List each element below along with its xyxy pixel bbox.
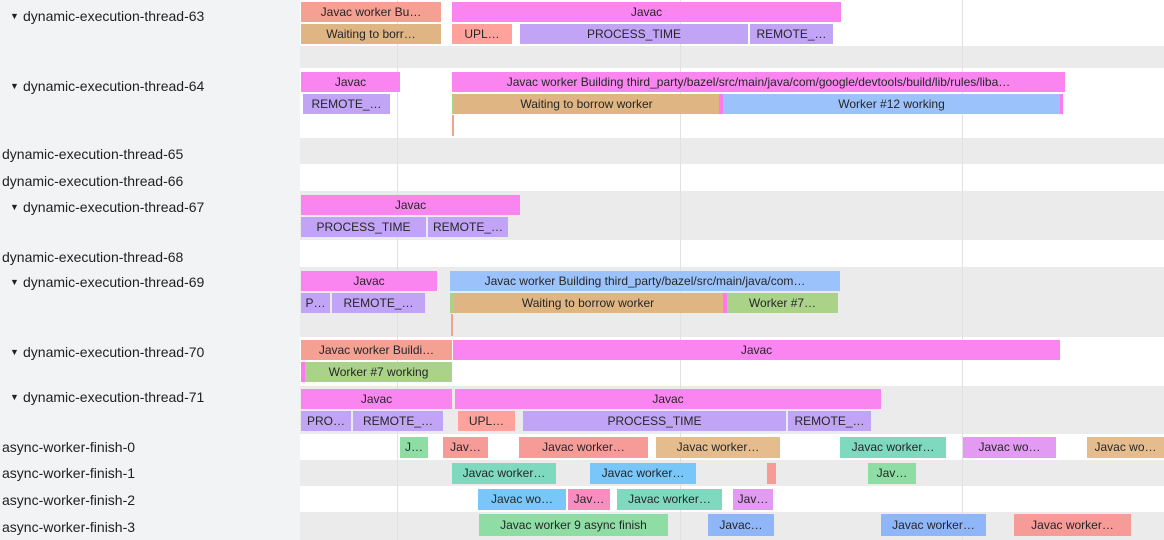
timeline-slice[interactable]: PRO… xyxy=(301,411,351,431)
timeline-slice[interactable]: Javac worker… xyxy=(617,489,722,510)
flow-marker xyxy=(451,314,453,336)
track-label: dynamic-execution-thread-70 xyxy=(23,344,205,360)
track-row: async-worker-finish-0 xyxy=(0,436,302,458)
timeline-slice[interactable]: REMOTE_… xyxy=(353,411,443,431)
expand-arrow-icon[interactable]: ▼ xyxy=(10,392,19,402)
gridline xyxy=(962,0,963,540)
timeline-slice[interactable]: Javac xyxy=(301,72,400,92)
timeline-slice[interactable] xyxy=(1060,94,1063,114)
timeline-slice[interactable]: Javac worker Building third_party/bazel/… xyxy=(452,72,1065,92)
track-label: dynamic-execution-thread-63 xyxy=(23,8,205,24)
timeline-slice[interactable]: PROCESS_TIME xyxy=(520,24,748,44)
timeline-slice[interactable]: Javac worker Bu… xyxy=(301,2,441,22)
timeline-slice[interactable] xyxy=(450,293,453,313)
timeline-slice[interactable]: Javac worker Buildi… xyxy=(301,340,452,360)
timeline-slice[interactable] xyxy=(723,293,727,313)
timeline-slice[interactable] xyxy=(301,362,305,382)
track-label: dynamic-execution-thread-67 xyxy=(23,199,205,215)
track-row: ▼ dynamic-execution-thread-64 xyxy=(0,75,300,97)
timeline-slice[interactable]: REMOTE_… xyxy=(750,24,833,44)
timeline-slice[interactable]: Javac xyxy=(301,389,452,409)
track-row: async-worker-finish-3 xyxy=(0,516,302,538)
timeline-slice[interactable]: REMOTE_… xyxy=(428,217,508,237)
expand-arrow-icon[interactable]: ▼ xyxy=(10,81,19,91)
timeline-slice[interactable] xyxy=(719,94,723,114)
track-band xyxy=(300,164,1164,191)
timeline-slice[interactable]: Javac xyxy=(301,195,520,215)
track-label: async-worker-finish-3 xyxy=(2,519,136,535)
timeline-slice[interactable]: Javac worker… xyxy=(656,437,780,458)
track-band xyxy=(300,240,1164,267)
track-label: dynamic-execution-thread-68 xyxy=(2,249,184,265)
track-row: async-worker-finish-1 xyxy=(0,462,302,484)
track-label: async-worker-finish-2 xyxy=(2,492,136,508)
expand-arrow-icon[interactable]: ▼ xyxy=(10,11,19,21)
timeline-slice[interactable]: Jav… xyxy=(868,463,916,484)
track-row: ▼ dynamic-execution-thread-67 xyxy=(0,196,300,218)
timeline-slice[interactable]: Javac worker 9 async finish xyxy=(479,514,668,536)
expand-arrow-icon[interactable]: ▼ xyxy=(10,347,19,357)
gridline xyxy=(680,0,681,540)
track-label: dynamic-execution-thread-64 xyxy=(23,78,205,94)
track-label: dynamic-execution-thread-66 xyxy=(2,173,184,189)
expand-arrow-icon[interactable]: ▼ xyxy=(10,202,19,212)
track-band xyxy=(300,460,1164,486)
timeline-slice[interactable]: Javac worker… xyxy=(590,463,696,484)
timeline-slice[interactable] xyxy=(452,94,454,114)
track-row: ▼ dynamic-execution-thread-70 xyxy=(0,341,300,363)
timeline-slice[interactable]: Javac worker… xyxy=(519,437,648,458)
timeline-slice[interactable]: Jav… xyxy=(733,489,773,510)
timeline-slice[interactable]: Javac worker… xyxy=(1014,514,1131,536)
track-band xyxy=(300,46,1164,68)
timeline-slice[interactable]: Javac worker… xyxy=(452,463,556,484)
timeline-slice[interactable]: PROCESS_TIME xyxy=(301,217,426,237)
track-row: dynamic-execution-thread-68 xyxy=(0,246,302,268)
timeline-slice[interactable]: Javac worker Building third_party/bazel/… xyxy=(450,271,840,291)
track-row: ▼ dynamic-execution-thread-63 xyxy=(0,5,300,27)
timeline-slice[interactable]: REMOTE_… xyxy=(332,293,425,313)
timeline-slice[interactable]: Javac worker… xyxy=(881,514,986,536)
timeline-slice[interactable]: PROCESS_TIME xyxy=(523,411,786,431)
timeline-slice[interactable]: Waiting to borr… xyxy=(301,24,441,44)
timeline-slice[interactable]: REMOTE_… xyxy=(788,411,871,431)
timeline-slice[interactable]: Javac xyxy=(452,2,841,22)
track-row: dynamic-execution-thread-65 xyxy=(0,143,302,165)
timeline-slice[interactable]: UPL… xyxy=(452,24,512,44)
timeline-slice[interactable]: Javac worker… xyxy=(840,437,946,458)
gridline xyxy=(397,0,398,540)
timeline-slice[interactable]: Javac wo… xyxy=(963,437,1056,458)
timeline-slice[interactable]: Waiting to borrow worker xyxy=(454,94,719,114)
track-row: ▼ dynamic-execution-thread-69 xyxy=(0,271,300,293)
track-row: dynamic-execution-thread-66 xyxy=(0,170,302,192)
track-row: async-worker-finish-2 xyxy=(0,489,302,511)
timeline-slice[interactable]: Javac xyxy=(301,271,437,291)
timeline-slice[interactable]: P… xyxy=(301,293,330,313)
track-label: dynamic-execution-thread-69 xyxy=(23,274,205,290)
track-band xyxy=(300,486,1164,512)
track-label: dynamic-execution-thread-65 xyxy=(2,146,184,162)
track-label: async-worker-finish-0 xyxy=(2,439,136,455)
track-name-panel: ▼ dynamic-execution-thread-63 ▼ dynamic-exe… xyxy=(0,0,300,540)
timeline-slice[interactable]: Worker #7… xyxy=(727,293,838,313)
timeline-slice[interactable]: Waiting to borrow worker xyxy=(453,293,723,313)
timeline-slice[interactable]: Javac xyxy=(453,340,1060,360)
track-band xyxy=(300,138,1164,164)
timeline-slice[interactable] xyxy=(767,463,776,484)
timeline-slice[interactable]: Worker #12 working xyxy=(723,94,1060,114)
timeline-slice[interactable]: Javac wo… xyxy=(478,489,566,510)
timeline-slice[interactable]: UPL… xyxy=(458,411,515,431)
expand-arrow-icon[interactable]: ▼ xyxy=(10,277,19,287)
track-label: dynamic-execution-thread-71 xyxy=(23,389,205,405)
track-row: ▼ dynamic-execution-thread-71 xyxy=(0,386,300,408)
timeline-slice[interactable]: Jav… xyxy=(568,489,610,510)
timeline-slice[interactable]: Javac… xyxy=(708,514,774,536)
timeline-slice[interactable]: Javac xyxy=(455,389,881,409)
flow-marker xyxy=(452,115,454,136)
timeline-slice[interactable]: Javac wo… xyxy=(1087,437,1164,458)
timeline-slice[interactable]: Worker #7 working xyxy=(305,362,452,382)
timeline-slice[interactable]: Jav… xyxy=(443,437,488,458)
track-label: async-worker-finish-1 xyxy=(2,465,136,481)
timeline-slice[interactable]: J… xyxy=(400,437,428,458)
timeline-slice[interactable]: REMOTE_… xyxy=(303,94,390,114)
